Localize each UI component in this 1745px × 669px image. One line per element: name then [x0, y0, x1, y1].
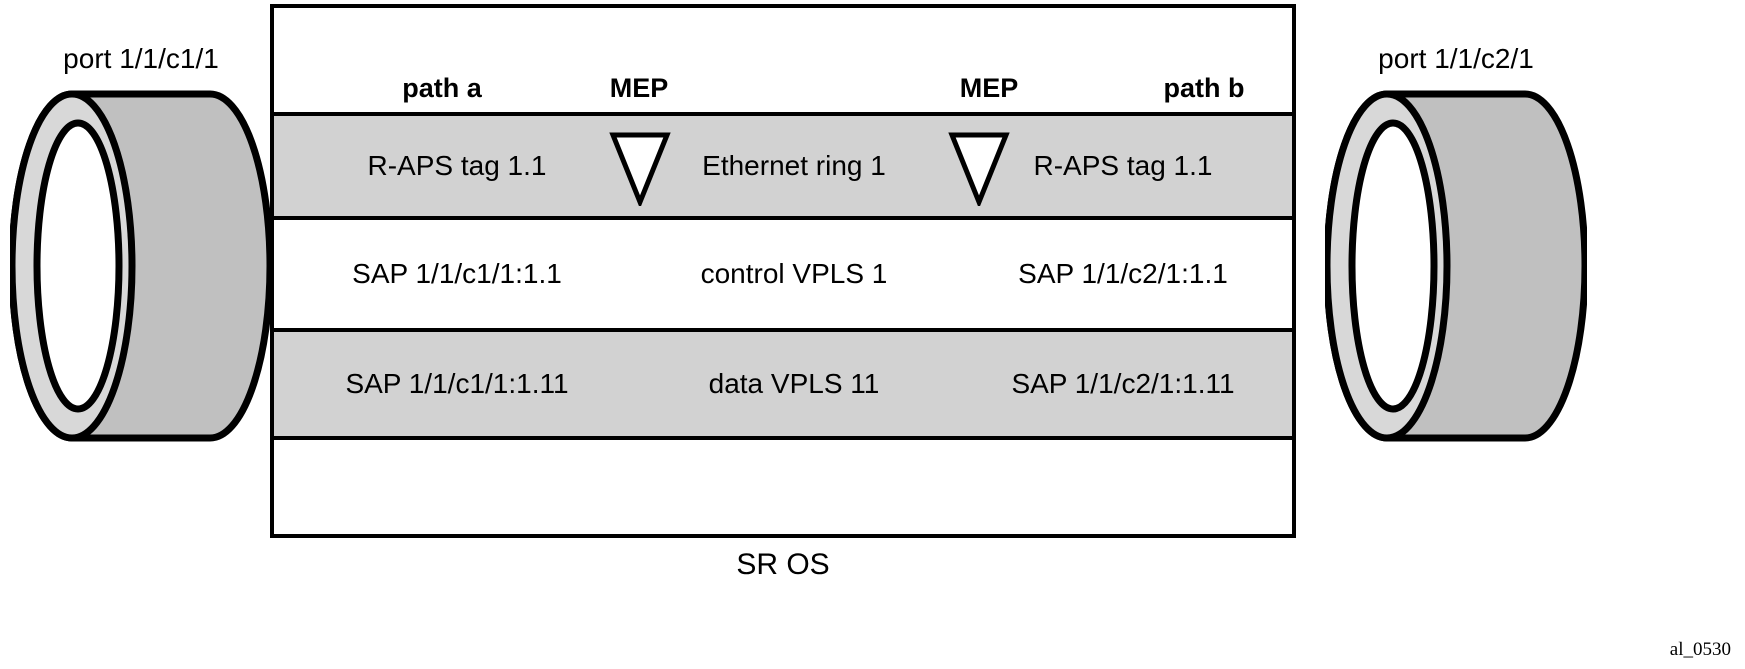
port-right: port 1/1/c2/1 — [1325, 43, 1587, 442]
header-path-b: path b — [1163, 73, 1245, 103]
control-vpls-center-label: control VPLS 1 — [700, 258, 888, 289]
header-mep-b: MEP — [959, 73, 1019, 103]
cylinder-port-icon — [1325, 90, 1587, 442]
control-vpls-right-label: SAP 1/1/c2/1:1.1 — [1018, 258, 1228, 289]
control-vpls-left-label: SAP 1/1/c1/1:1.1 — [352, 258, 562, 289]
row-data-vpls: SAP 1/1/c1/1:1.11 data VPLS 11 SAP 1/1/c… — [274, 328, 1292, 440]
sr-os-caption: SR OS — [736, 548, 830, 581]
ethernet-ring-left-label: R-APS tag 1.1 — [367, 150, 547, 181]
row-ethernet-ring: R-APS tag 1.1 Ethernet ring 1 R-APS tag … — [274, 112, 1292, 220]
ethernet-ring-center-label: Ethernet ring 1 — [702, 150, 886, 181]
port-left: port 1/1/c1/1 — [10, 43, 272, 442]
mep-triangle-b-icon — [948, 132, 1010, 206]
sr-os-chassis: path a MEP MEP path b R-APS tag 1.1 Ethe… — [270, 4, 1296, 538]
cylinder-port-icon — [10, 90, 272, 442]
data-vpls-left-label: SAP 1/1/c1/1:1.11 — [345, 368, 569, 399]
figure-id-label: al_0530 — [1669, 639, 1731, 660]
header-path-a: path a — [402, 73, 482, 103]
port-right-label: port 1/1/c2/1 — [1378, 43, 1534, 74]
data-vpls-center-label: data VPLS 11 — [708, 368, 880, 399]
row-control-vpls: SAP 1/1/c1/1:1.1 control VPLS 1 SAP 1/1/… — [274, 220, 1292, 328]
data-vpls-right-label: SAP 1/1/c2/1:1.11 — [1011, 368, 1235, 399]
mep-triangle-a-icon — [609, 132, 671, 206]
ethernet-ring-right-label: R-APS tag 1.1 — [1033, 150, 1213, 181]
port-left-label: port 1/1/c1/1 — [63, 43, 219, 74]
header-mep-a: MEP — [609, 73, 669, 103]
column-headers: path a MEP MEP path b — [274, 64, 1292, 112]
